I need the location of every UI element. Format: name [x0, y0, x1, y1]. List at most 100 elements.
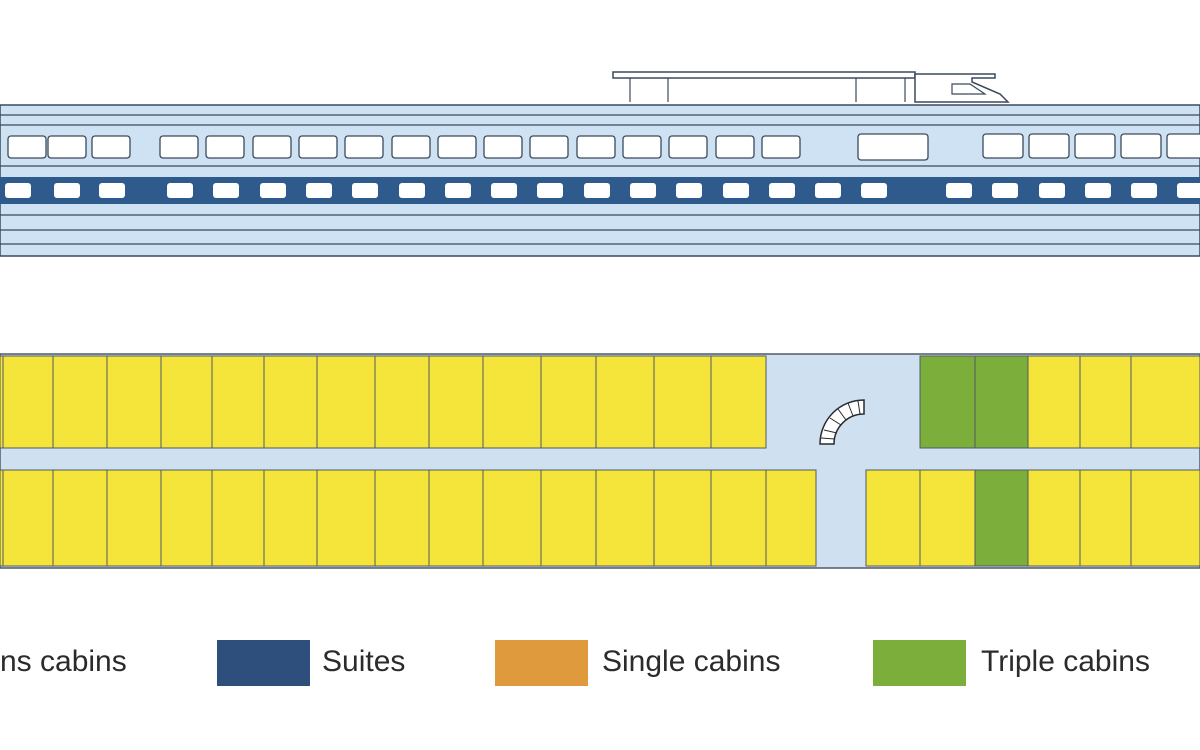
standard-cabin	[595, 355, 655, 449]
cabin-window	[252, 135, 292, 159]
porthole	[5, 183, 31, 198]
upper-windows	[7, 133, 1200, 161]
cabin-window	[761, 135, 801, 159]
standard-cabin	[1027, 355, 1081, 449]
legend-label-standard: ns cabins	[0, 645, 127, 678]
standard-cabin	[428, 355, 484, 449]
porthole	[54, 183, 80, 198]
cabin-window	[1074, 133, 1116, 159]
legend-label-single: Single cabins	[602, 645, 781, 678]
standard-cabin	[765, 469, 817, 567]
porthole	[1177, 183, 1200, 198]
standard-cabin	[865, 469, 921, 567]
porthole	[815, 183, 841, 198]
cabin-window	[91, 135, 131, 159]
standard-cabin	[160, 469, 213, 567]
legend-swatch-triple	[873, 640, 966, 686]
cabin-window	[47, 135, 87, 159]
cabin-window	[715, 135, 755, 159]
standard-cabin	[263, 469, 318, 567]
porthole	[1085, 183, 1111, 198]
cabin-window	[298, 135, 338, 159]
porthole	[537, 183, 563, 198]
standard-cabin	[106, 355, 162, 449]
porthole	[99, 183, 125, 198]
porthole	[1131, 183, 1157, 198]
standard-cabin	[1079, 469, 1132, 567]
standard-cabin	[1130, 355, 1200, 449]
cabin-window	[529, 135, 569, 159]
deck-plan	[0, 353, 1200, 569]
standard-cabin	[482, 355, 542, 449]
cabin-window	[159, 135, 199, 159]
standard-cabin	[540, 469, 597, 567]
staircase-icon	[819, 399, 865, 445]
standard-cabin	[540, 355, 597, 449]
standard-cabin	[1027, 469, 1081, 567]
lower-portholes	[5, 183, 1200, 198]
porthole	[491, 183, 517, 198]
standard-cabin	[52, 355, 108, 449]
standard-cabin	[919, 469, 976, 567]
cabin-window	[7, 135, 47, 159]
cabin-window	[622, 135, 662, 159]
standard-cabin	[106, 469, 162, 567]
standard-cabin	[2, 355, 54, 449]
cabin-window	[1120, 133, 1162, 159]
standard-cabin	[2, 469, 54, 567]
standard-cabin	[653, 469, 712, 567]
standard-cabin	[482, 469, 542, 567]
porthole	[992, 183, 1018, 198]
standard-cabin	[211, 355, 265, 449]
cabin-window	[205, 135, 245, 159]
porthole	[167, 183, 193, 198]
standard-cabin	[1130, 469, 1200, 567]
standard-cabin	[316, 469, 376, 567]
cabin-window	[437, 135, 477, 159]
porthole	[861, 183, 887, 198]
porthole	[213, 183, 239, 198]
porthole	[306, 183, 332, 198]
legend-label-triple: Triple cabins	[981, 645, 1150, 678]
porthole	[260, 183, 286, 198]
triple-cabin	[974, 355, 1029, 449]
standard-cabin	[710, 355, 767, 449]
porthole	[584, 183, 610, 198]
porthole	[399, 183, 425, 198]
lounge-window	[857, 133, 929, 161]
triple-cabin	[974, 469, 1029, 567]
wheelhouse-window	[951, 83, 987, 95]
cabins-bottom-row	[0, 469, 1200, 567]
cabin-window	[576, 135, 616, 159]
standard-cabin	[52, 469, 108, 567]
cabins-top-row	[0, 355, 1200, 449]
ship-profile	[0, 71, 1200, 257]
cabin-window	[982, 133, 1024, 159]
cabin-window	[483, 135, 523, 159]
cabin-window	[668, 135, 708, 159]
standard-cabin	[428, 469, 484, 567]
standard-cabin	[374, 355, 430, 449]
sun-deck-canopy	[612, 71, 916, 79]
wheelhouse	[914, 73, 1010, 103]
standard-cabin	[374, 469, 430, 567]
cabin-window	[1166, 133, 1200, 159]
porthole	[946, 183, 972, 198]
standard-cabin	[710, 469, 767, 567]
standard-cabin	[263, 355, 318, 449]
legend-swatch-suites	[217, 640, 310, 686]
standard-cabin	[316, 355, 376, 449]
cabin-window	[391, 135, 431, 159]
standard-cabin	[595, 469, 655, 567]
triple-cabin	[919, 355, 976, 449]
porthole	[445, 183, 471, 198]
porthole	[723, 183, 749, 198]
standard-cabin	[211, 469, 265, 567]
porthole	[676, 183, 702, 198]
cabin-window	[344, 135, 384, 159]
legend-swatch-single	[495, 640, 588, 686]
legend-label-suites: Suites	[322, 645, 406, 678]
cabin-window	[1028, 133, 1070, 159]
standard-cabin	[653, 355, 712, 449]
porthole	[769, 183, 795, 198]
